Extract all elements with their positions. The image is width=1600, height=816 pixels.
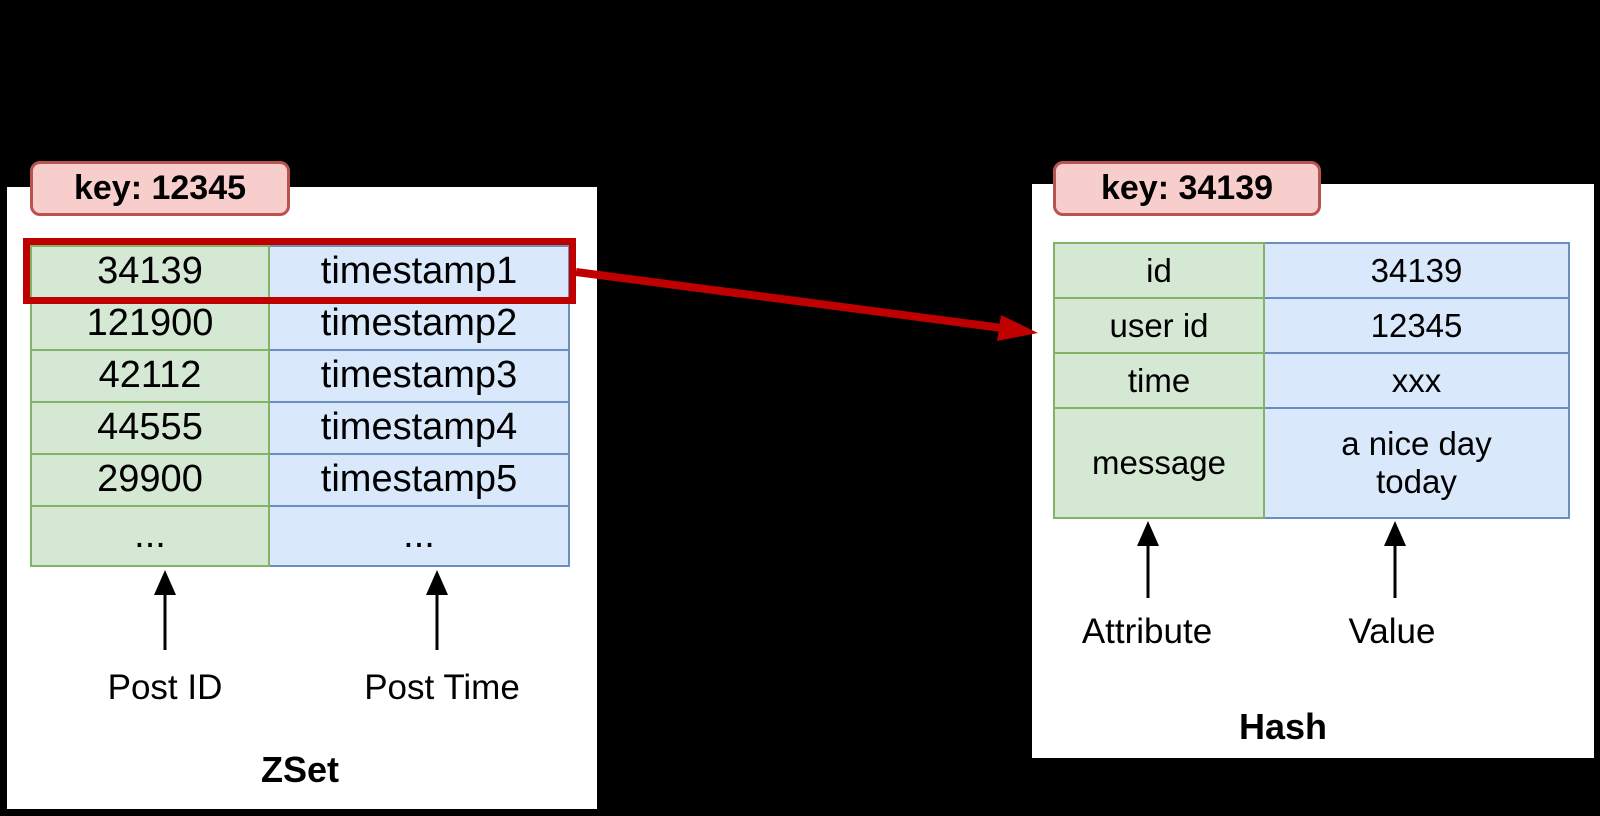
link-arrow-icon <box>575 268 1038 341</box>
zset-post-id-cell: ... <box>30 505 270 567</box>
hash-attribute-cell: user id <box>1053 297 1265 354</box>
table-row: time xxx <box>1053 352 1570 409</box>
zset-post-time-cell: timestamp2 <box>268 297 570 351</box>
zset-post-id-cell: 121900 <box>30 297 270 351</box>
hash-value-cell: a nice day today <box>1263 407 1570 519</box>
table-row: 44555 timestamp4 <box>30 401 570 455</box>
value-column-label: Value <box>1348 612 1436 651</box>
zset-key-badge: key: 12345 <box>30 161 290 216</box>
post-time-column-label: Post Time <box>364 668 520 707</box>
table-row: 29900 timestamp5 <box>30 453 570 507</box>
attribute-column-label: Attribute <box>1081 612 1213 651</box>
table-row: 121900 timestamp2 <box>30 297 570 351</box>
hash-value-cell: xxx <box>1263 352 1570 409</box>
hash-attribute-cell: id <box>1053 242 1265 299</box>
zset-post-id-cell: 29900 <box>30 453 270 507</box>
zset-title: ZSet <box>260 749 340 790</box>
zset-post-time-cell: timestamp5 <box>268 453 570 507</box>
hash-attribute-cell: time <box>1053 352 1265 409</box>
table-row: user id 12345 <box>1053 297 1570 354</box>
hash-key-badge: key: 34139 <box>1053 161 1321 216</box>
hash-title: Hash <box>1238 706 1328 747</box>
highlighted-row-outline <box>23 238 576 304</box>
table-row: message a nice day today <box>1053 407 1570 519</box>
zset-post-id-cell: 42112 <box>30 349 270 403</box>
post-id-column-label: Post ID <box>107 668 223 707</box>
hash-attribute-cell: message <box>1053 407 1265 519</box>
hash-value-cell: 34139 <box>1263 242 1570 299</box>
hash-value-cell: 12345 <box>1263 297 1570 354</box>
zset-post-time-cell: timestamp3 <box>268 349 570 403</box>
hash-table: id 34139 user id 12345 time xxx message … <box>1053 242 1570 519</box>
zset-post-id-cell: 44555 <box>30 401 270 455</box>
zset-post-time-cell: timestamp4 <box>268 401 570 455</box>
table-row: ... ... <box>30 505 570 567</box>
zset-post-time-cell: ... <box>268 505 570 567</box>
table-row: 42112 timestamp3 <box>30 349 570 403</box>
table-row: id 34139 <box>1053 242 1570 299</box>
